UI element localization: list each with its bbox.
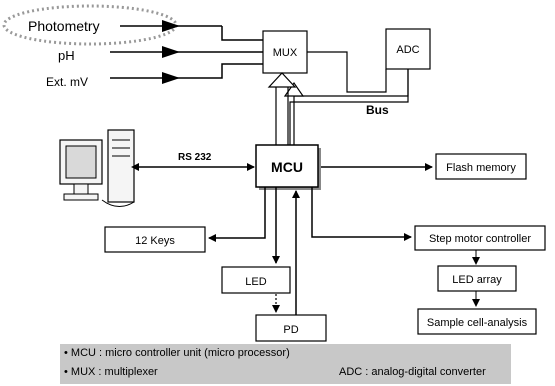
- legend-adc-text: ADC : analog-digital converter: [339, 366, 486, 378]
- step-motor-block: [414, 225, 546, 251]
- input-ph-label: pH: [58, 48, 75, 63]
- mux-block: [262, 30, 308, 74]
- led-label: LED: [245, 276, 266, 288]
- mcu-step-motor-arrow: [311, 187, 412, 241]
- mux-label: MUX: [273, 47, 298, 59]
- input-photometry-label: Photometry: [28, 18, 100, 34]
- input-ext-mv-line: [110, 63, 263, 84]
- mcu-label: MCU: [271, 159, 303, 175]
- keys-block: [104, 226, 206, 253]
- legend-mux-row: • MUX : multiplexer: [64, 366, 158, 378]
- mux-adc-link: [307, 51, 387, 93]
- input-photometry-line: [120, 20, 263, 41]
- pd-block: [255, 314, 327, 342]
- legend-mcu-row: • MCU : micro controller unit (micro pro…: [64, 347, 290, 359]
- input-ext-mv-label: Ext. mV: [46, 75, 88, 89]
- led-array-block: [437, 265, 517, 292]
- bus-label: Bus: [366, 103, 389, 117]
- flash-memory-block: [435, 153, 527, 180]
- led-array-label: LED array: [452, 274, 502, 286]
- led-block: [221, 266, 291, 294]
- adc-block: [385, 28, 431, 70]
- legend-panel: [60, 344, 511, 384]
- legend-adc-row: ADC : analog-digital converter: [339, 366, 486, 378]
- sample-block: [417, 308, 537, 335]
- legend-mux-text: MUX : multiplexer: [70, 366, 158, 378]
- mux-mcu-bus: [267, 72, 297, 145]
- adc-label: ADC: [396, 44, 419, 56]
- flash-memory-label: Flash memory: [446, 162, 516, 174]
- legend-bullet: •: [64, 366, 71, 378]
- rs232-label: RS 232: [178, 152, 212, 163]
- input-ph-line: [110, 46, 263, 58]
- computer-icon: [59, 129, 135, 207]
- legend-mcu-text: MCU : micro controller unit (micro proce…: [70, 347, 290, 359]
- pd-label: PD: [283, 324, 298, 336]
- mcu-block: [255, 144, 319, 188]
- step-motor-label: Step motor controller: [429, 233, 531, 245]
- mcu-keys-arrow: [208, 187, 266, 242]
- sample-label: Sample cell-analysis: [427, 317, 528, 329]
- legend-bullet: •: [64, 347, 71, 359]
- keys-label: 12 Keys: [135, 235, 175, 247]
- bus-arrow: [283, 69, 409, 145]
